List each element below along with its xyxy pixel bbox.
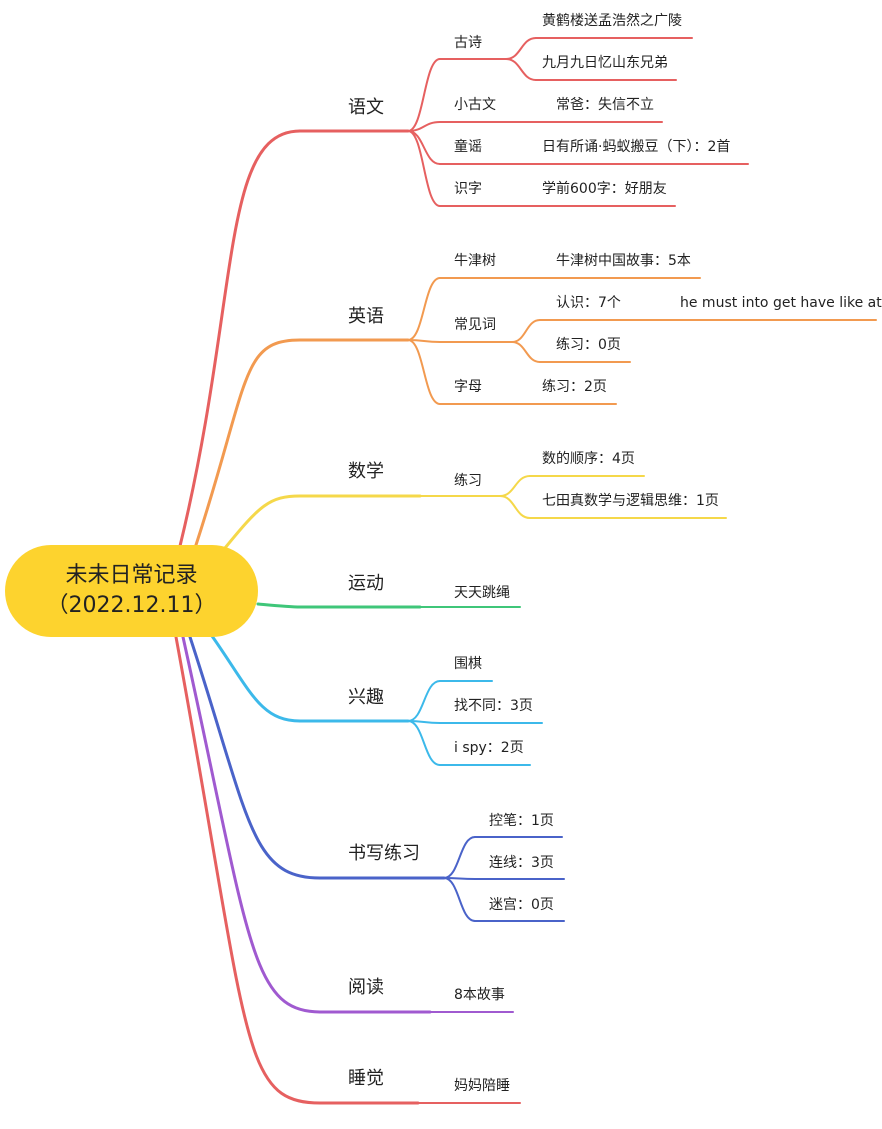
edge-root-reading: [181, 635, 322, 1014]
topic-math[interactable]: 数学: [348, 461, 384, 482]
edge-sight-practice: [511, 341, 541, 363]
edge-chinese-literacy: [407, 130, 441, 207]
leaf-stories[interactable]: 8本故事: [454, 987, 505, 1003]
edge-writing-pen: [443, 836, 476, 879]
edge-chinese-prose: [407, 121, 441, 132]
edge-math-order: [499, 475, 531, 497]
edge-english-oxford: [407, 277, 441, 341]
edge-root-sport: [256, 602, 302, 609]
subtopic-literacy[interactable]: 识字: [454, 181, 482, 197]
leaf-connect-lines[interactable]: 连线：3页: [489, 855, 554, 871]
edge-chinese-poems: [407, 58, 441, 132]
leaf-sight-practice[interactable]: 练习：0页: [556, 337, 621, 353]
root-node[interactable]: 未未日常记录 （2022.12.11）: [5, 545, 258, 637]
edge-chinese-rhymes: [407, 130, 441, 165]
edge-root-chinese: [178, 129, 302, 548]
edge-poems-1: [505, 37, 537, 60]
edge-root-sleep: [174, 635, 322, 1105]
leaf-poem-1[interactable]: 黄鹤楼送孟浩然之广陵: [542, 13, 682, 29]
leaf-sleep-with-mom[interactable]: 妈妈陪睡: [454, 1078, 510, 1094]
subtopic-math-practice[interactable]: 练习: [454, 473, 482, 489]
leaf-pen-control[interactable]: 控笔：1页: [489, 813, 554, 829]
leaf-prose[interactable]: 常爸：失信不立: [556, 97, 654, 113]
root-date: （2022.12.11）: [46, 593, 217, 618]
leaf-sight-word-list[interactable]: he must into get have like at: [680, 295, 882, 311]
edge-writing-maze: [443, 877, 476, 922]
topic-chinese[interactable]: 语文: [348, 97, 384, 118]
edge-interest-go: [407, 680, 441, 722]
leaf-i-spy[interactable]: i spy：2页: [454, 740, 524, 756]
topic-interest[interactable]: 兴趣: [348, 687, 384, 708]
leaf-spot-difference[interactable]: 找不同：3页: [454, 698, 533, 714]
topic-sport[interactable]: 运动: [348, 573, 384, 594]
topic-writing[interactable]: 书写练习: [348, 843, 420, 864]
leaf-oxford-tree[interactable]: 牛津树中国故事：5本: [556, 253, 691, 269]
edge-sight-known: [511, 319, 541, 343]
leaf-alphabet-practice[interactable]: 练习：2页: [542, 379, 607, 395]
subtopic-alphabet[interactable]: 字母: [454, 379, 482, 395]
leaf-literacy[interactable]: 学前600字：好朋友: [542, 181, 667, 197]
edge-math-shichida: [499, 495, 531, 519]
subtopic-ancient-poems[interactable]: 古诗: [454, 35, 482, 51]
leaf-poem-2[interactable]: 九月九日忆山东兄弟: [542, 55, 668, 71]
topic-sleep[interactable]: 睡觉: [348, 1068, 384, 1089]
edge-root-writing: [188, 635, 322, 880]
topic-english[interactable]: 英语: [348, 306, 384, 327]
topic-reading[interactable]: 阅读: [348, 977, 384, 998]
root-title: 未未日常记录: [65, 563, 198, 588]
edge-root-english: [193, 338, 302, 550]
leaf-shichida-math[interactable]: 七田真数学与逻辑思维：1页: [542, 493, 719, 509]
edge-english-alphabet: [407, 339, 441, 405]
leaf-rhymes[interactable]: 日有所诵·蚂蚁搬豆（下）：2首: [542, 139, 731, 155]
leaf-maze[interactable]: 迷宫：0页: [489, 897, 554, 913]
edge-root-math: [223, 494, 302, 550]
edge-root-interest: [210, 634, 302, 723]
subtopic-sight-words[interactable]: 常见词: [454, 317, 496, 333]
edge-poems-2: [505, 58, 537, 81]
subtopic-classical-prose[interactable]: 小古文: [454, 97, 496, 113]
subtopic-oxford-tree[interactable]: 牛津树: [454, 253, 496, 269]
subtopic-nursery-rhymes[interactable]: 童谣: [454, 139, 482, 155]
edge-interest-ispy: [407, 720, 441, 766]
leaf-go-game[interactable]: 围棋: [454, 656, 482, 672]
leaf-jump-rope[interactable]: 天天跳绳: [454, 585, 510, 601]
leaf-number-order[interactable]: 数的顺序：4页: [542, 451, 635, 467]
leaf-sight-known[interactable]: 认识：7个: [556, 295, 621, 311]
